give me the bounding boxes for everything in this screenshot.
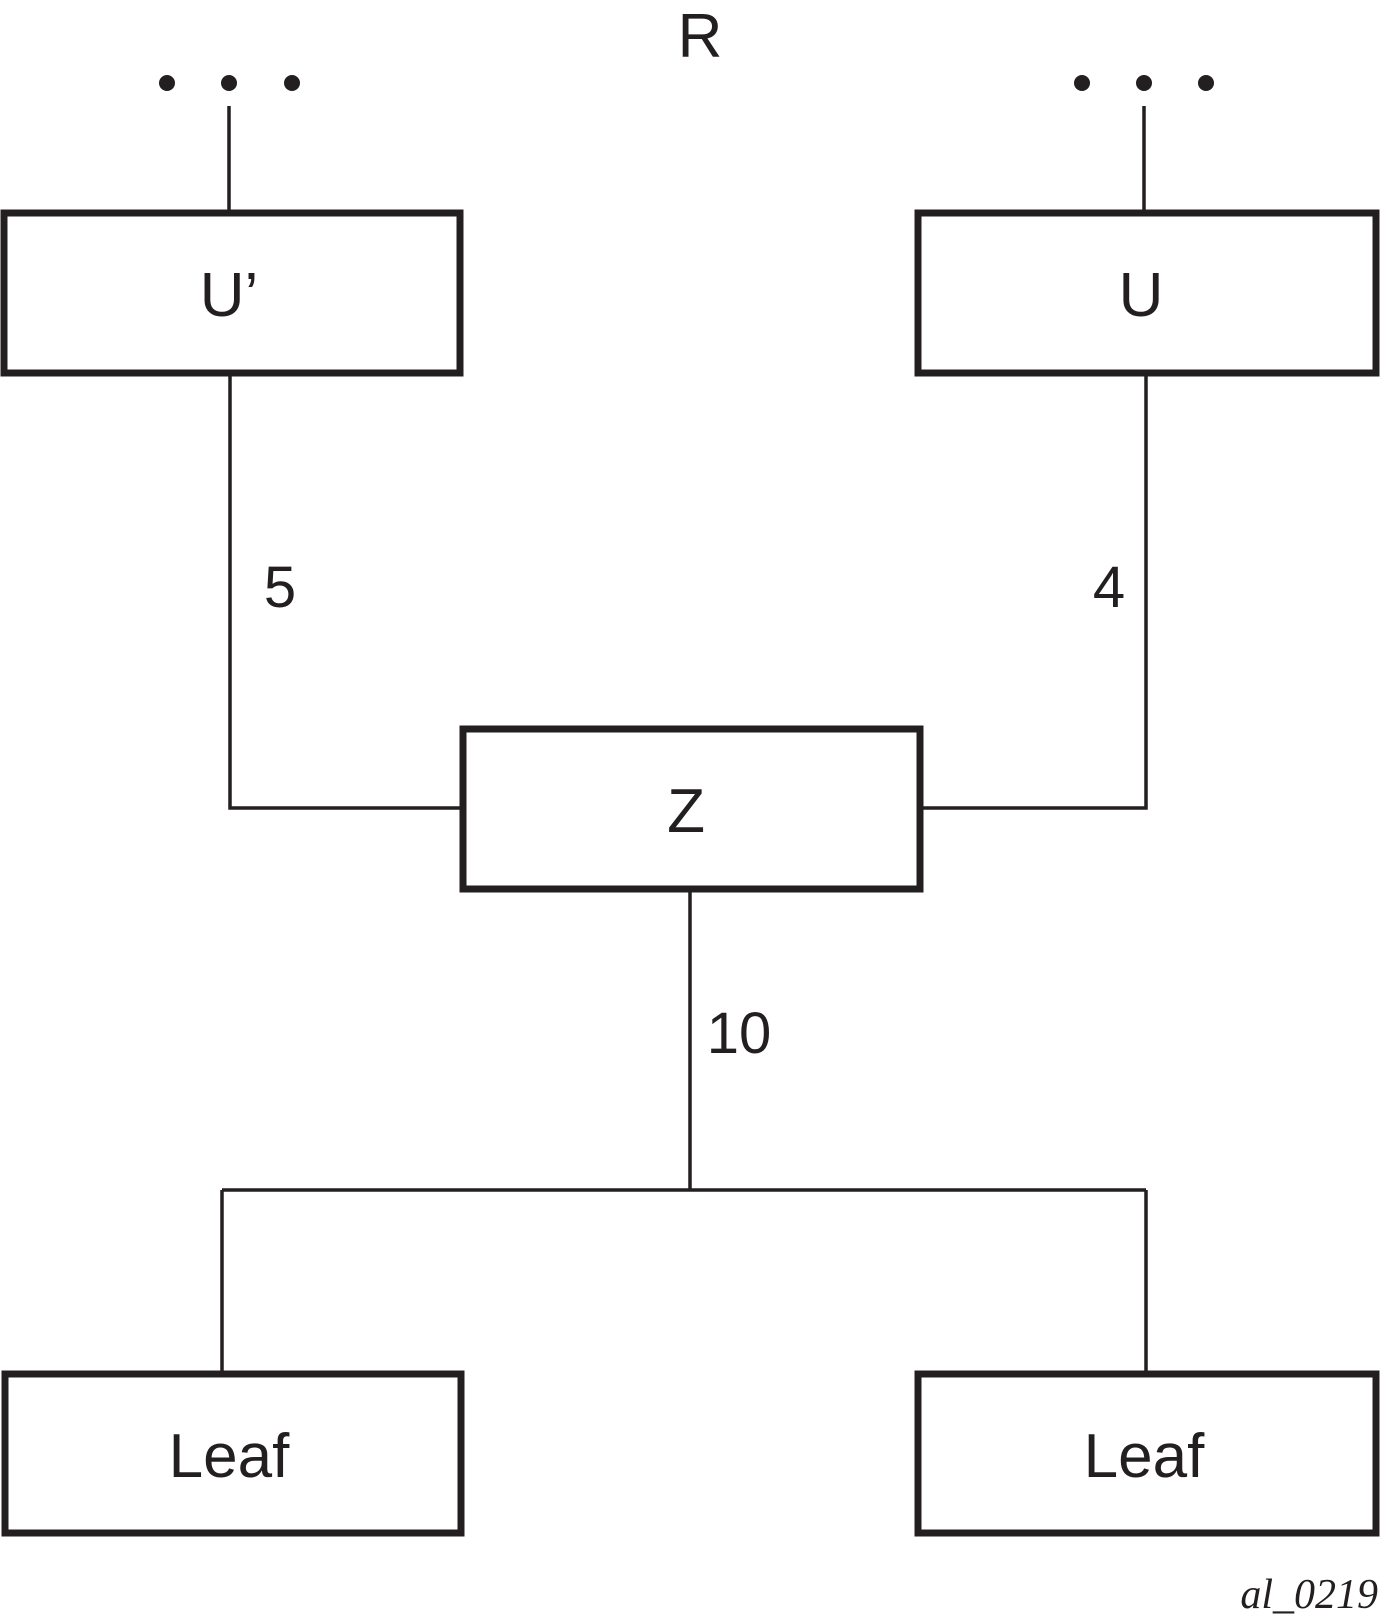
node-leaf-right-label: Leaf (1084, 1422, 1205, 1491)
edge-weight-z-leaves: 10 (707, 1001, 772, 1066)
figure-id: al_0219 (1240, 1572, 1378, 1618)
node-z: Z (459, 725, 924, 893)
node-u: U (914, 209, 1380, 377)
node-u-label: U (1119, 261, 1164, 330)
connector-u-to-z (922, 374, 1148, 810)
root-label: R (678, 2, 723, 71)
connector-u-prime-to-z (228, 374, 461, 810)
edge-weight-u-z: 4 (1093, 555, 1125, 620)
node-z-label: Z (667, 777, 705, 846)
node-leaf-left-label: Leaf (169, 1422, 290, 1491)
node-u-prime-label: U’ (200, 261, 259, 330)
node-u-prime: U’ (0, 209, 464, 377)
continuation-dots-right (1074, 75, 1214, 91)
node-leaf-right: Leaf (914, 1370, 1380, 1537)
edge-weight-u-prime-z: 5 (264, 555, 296, 620)
node-leaf-left: Leaf (1, 1370, 465, 1537)
continuation-dots-left (159, 75, 300, 91)
